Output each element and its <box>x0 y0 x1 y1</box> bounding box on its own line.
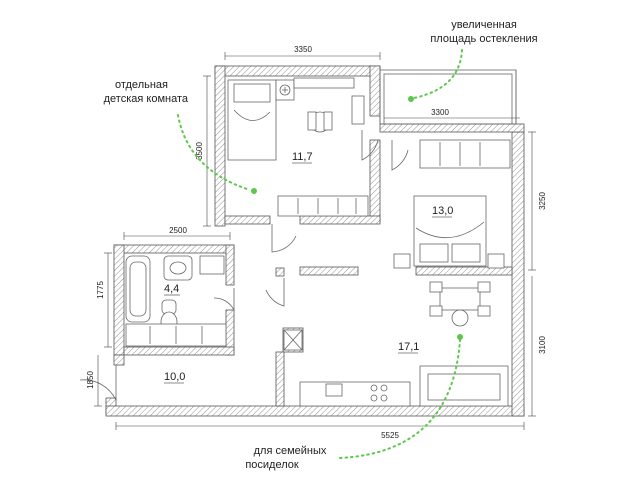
dim-bedroom-height: 3250 <box>538 192 547 210</box>
leader-nursery <box>177 114 251 191</box>
area-bathroom: 4,4 <box>164 283 179 295</box>
dim-living-height: 3100 <box>538 336 547 354</box>
dim-bathroom-width: 2500 <box>169 226 187 235</box>
wardrobe <box>277 195 369 217</box>
area-hall: 10,0 <box>164 371 185 383</box>
dim-balcony-width: 3300 <box>431 108 449 117</box>
leader-nursery-dot <box>251 188 257 194</box>
nightstand-left <box>393 253 411 269</box>
living-door <box>265 278 285 307</box>
note-glazing-1: увеличенная <box>451 19 517 31</box>
kitchen-sink <box>325 383 343 397</box>
note-family-2: посиделок <box>245 459 299 471</box>
area-nursery: 11,7 <box>292 151 313 163</box>
area-living: 17,1 <box>398 341 419 353</box>
dim-top-nursery: 3350 <box>294 45 312 54</box>
dining-table <box>439 287 481 311</box>
bedroom-furniture <box>393 139 511 269</box>
nightstand-right <box>487 253 505 269</box>
leader-glazing-dot <box>408 96 414 102</box>
balcony-door <box>391 140 409 171</box>
dining-chair-3 <box>429 305 443 317</box>
dining-chair-2 <box>477 281 491 293</box>
leader-glazing <box>413 49 463 99</box>
dining-chair-1 <box>429 281 443 293</box>
side-shelf <box>351 95 365 125</box>
dim-nursery-height: 3500 <box>195 142 204 160</box>
leader-family-dot <box>457 334 463 340</box>
leader-family <box>339 339 461 459</box>
note-glazing-2: площадь остекления <box>430 33 537 45</box>
dim-bottom-width: 5525 <box>381 431 399 440</box>
desk <box>293 77 355 89</box>
sink <box>163 255 193 281</box>
dimension-lines <box>94 52 536 430</box>
note-nursery-1: отдельная <box>115 79 168 91</box>
balcony-glazing <box>379 69 517 125</box>
note-family-1: для семейных <box>254 445 327 457</box>
washer <box>199 255 225 275</box>
bathroom-fixtures <box>125 255 227 347</box>
dim-entry-height: 1850 <box>86 371 95 389</box>
nursery-door <box>361 130 379 161</box>
bedroom-wardrobe <box>419 139 511 169</box>
living-furniture <box>283 281 509 407</box>
note-nursery-2: детская комната <box>104 93 189 105</box>
nursery-furniture <box>227 77 369 217</box>
area-bedroom: 13,0 <box>432 205 453 217</box>
entry-door <box>79 365 117 401</box>
dining-chair-4 <box>477 305 491 317</box>
bathroom-door <box>213 288 235 311</box>
hall-door <box>271 224 297 253</box>
dim-bathroom-height: 1775 <box>96 281 105 299</box>
kitchen-counter <box>299 381 411 407</box>
bed-pillow <box>233 83 271 103</box>
dining-stool <box>451 309 469 327</box>
